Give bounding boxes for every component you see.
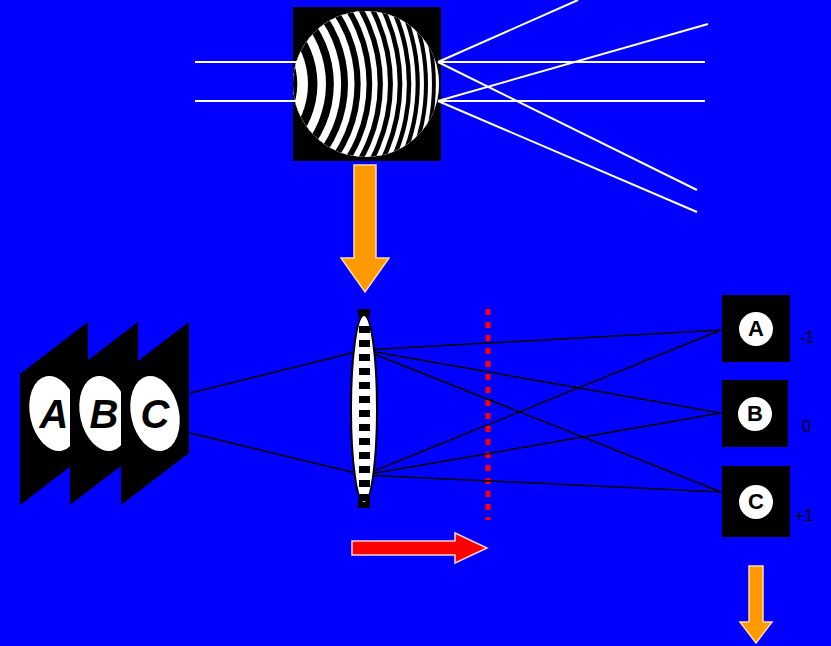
grating-bar — [359, 494, 370, 501]
zone-ring — [20, 0, 436, 292]
zone-ring — [68, 0, 388, 244]
order-label: -1 — [800, 330, 814, 346]
zone-ring — [16, 0, 439, 296]
output-image: A — [722, 295, 790, 362]
grating-bar — [359, 466, 370, 473]
slide-letter: A — [40, 394, 69, 434]
slide-panel — [121, 322, 189, 505]
grating-bar — [359, 410, 370, 417]
imaging-rays — [190, 330, 721, 492]
zone-ring — [108, 0, 348, 204]
image-letter: C — [739, 485, 773, 519]
zone-ring — [130, 0, 326, 182]
zone-ring — [159, 15, 298, 154]
zone-ring — [171, 27, 284, 140]
grating-bar — [359, 396, 370, 403]
image-plane — [486, 309, 491, 520]
process-arrow — [740, 566, 772, 643]
process-arrow — [341, 165, 389, 292]
zone-ring — [139, 0, 318, 173]
motion-arrow — [352, 533, 487, 563]
zone-ring — [122, 0, 334, 190]
zone-ring — [78, 0, 377, 234]
zone-ring — [95, 0, 360, 217]
slide-letter: C — [141, 394, 170, 434]
zone-ring — [58, 0, 397, 254]
slide-letter: B — [90, 394, 119, 434]
zone-ring — [84, 0, 372, 228]
order-label: 0 — [802, 419, 811, 435]
light-rays — [195, 0, 708, 212]
zone-ring — [9, 0, 447, 303]
grating-bar — [359, 354, 370, 361]
zone-ring — [115, 0, 341, 197]
zone-ring — [49, 0, 407, 263]
zone-rings — [9, 0, 447, 303]
zone-ring — [102, 0, 355, 210]
image-letter: B — [738, 397, 772, 431]
zone-ring — [63, 0, 393, 249]
grating-bar — [359, 424, 370, 431]
lens-grating — [359, 326, 370, 501]
lens — [351, 315, 377, 503]
grating-bar — [359, 438, 370, 445]
zone-ring — [89, 0, 366, 223]
zone-ring — [54, 0, 403, 258]
image-letter: A — [739, 312, 773, 346]
zone-ring — [73, 0, 383, 239]
grating-bar — [359, 480, 370, 487]
grating-bar — [359, 452, 370, 459]
grating-bar — [359, 326, 370, 333]
output-image: B — [722, 380, 788, 447]
grating-bar — [359, 340, 370, 347]
slide-oval — [124, 371, 187, 455]
image-slide: C — [121, 322, 189, 505]
output-image: C — [722, 466, 790, 537]
grating-bar — [359, 368, 370, 375]
zone-ring — [148, 4, 308, 164]
zone-ring — [13, 0, 444, 299]
grating-bar — [359, 382, 370, 389]
order-label: +1 — [795, 508, 813, 524]
